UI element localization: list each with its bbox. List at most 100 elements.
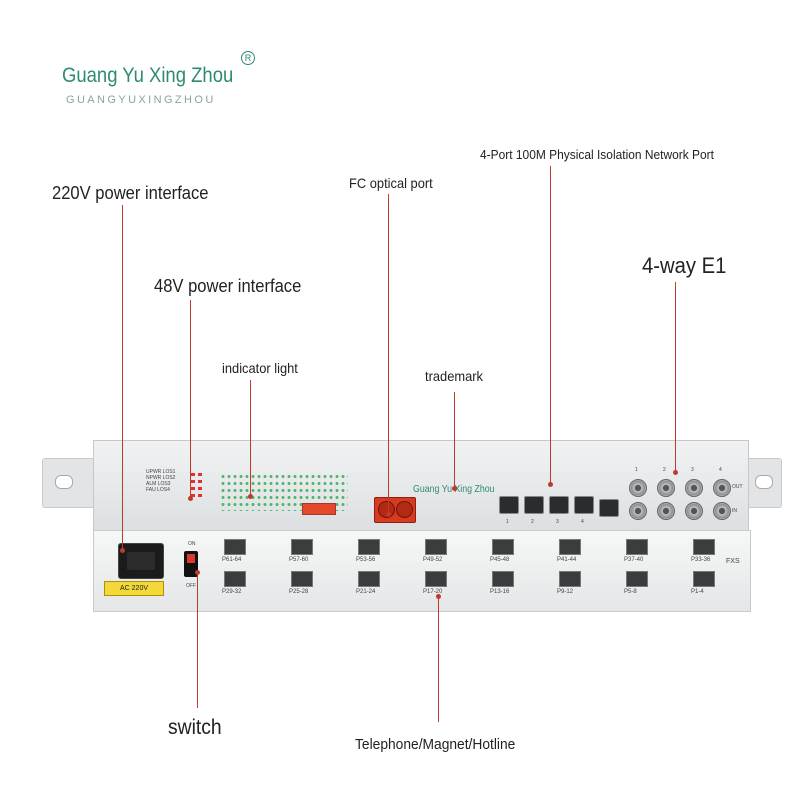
callout-dot-e1 bbox=[673, 470, 678, 475]
ac-voltage-label: AC 220V bbox=[104, 581, 164, 596]
led bbox=[198, 480, 202, 483]
led bbox=[198, 473, 202, 476]
led bbox=[198, 487, 202, 490]
telephone-port[interactable] bbox=[492, 571, 514, 587]
telephone-port-label: P41-44 bbox=[557, 557, 577, 563]
callout-network-port: 4-Port 100M Physical Isolation Network P… bbox=[480, 147, 714, 162]
management-port[interactable] bbox=[599, 499, 619, 517]
telephone-port[interactable] bbox=[224, 539, 246, 555]
callout-dot-220v bbox=[120, 548, 125, 553]
telephone-port[interactable] bbox=[425, 571, 447, 587]
network-port-4[interactable] bbox=[574, 496, 594, 514]
callout-dot-fc bbox=[386, 512, 391, 517]
telephone-port-label: P57-60 bbox=[289, 557, 309, 563]
callout-e1: 4-way E1 bbox=[642, 253, 727, 278]
e1-out-1[interactable] bbox=[629, 479, 647, 497]
e1-in-4[interactable] bbox=[713, 502, 731, 520]
net-num-3: 3 bbox=[556, 519, 559, 525]
telephone-port-label: P61-64 bbox=[222, 557, 242, 563]
telephone-port-label: P45-48 bbox=[490, 557, 510, 563]
led bbox=[191, 487, 195, 490]
e1-connectors[interactable] bbox=[629, 476, 731, 521]
network-ports[interactable] bbox=[499, 496, 595, 518]
network-port-2[interactable] bbox=[524, 496, 544, 514]
callout-line-fc bbox=[388, 194, 389, 514]
brand-logo-subtitle: GUANGYUXINGZHOU bbox=[66, 94, 216, 106]
e1-out-3[interactable] bbox=[685, 479, 703, 497]
telephone-port[interactable] bbox=[626, 571, 648, 587]
telephone-port[interactable] bbox=[358, 539, 380, 555]
led bbox=[191, 473, 195, 476]
telephone-port-label: P9-12 bbox=[557, 589, 574, 595]
e1-num-4: 4 bbox=[719, 467, 722, 473]
telephone-port-label: P37-40 bbox=[624, 557, 644, 563]
telephone-port[interactable] bbox=[425, 539, 447, 555]
telephone-port[interactable] bbox=[291, 571, 313, 587]
telephone-port-label: P21-24 bbox=[356, 589, 376, 595]
net-num-1: 1 bbox=[506, 519, 509, 525]
telephone-port[interactable] bbox=[492, 539, 514, 555]
power-switch[interactable] bbox=[184, 551, 198, 577]
telephone-port[interactable] bbox=[693, 539, 715, 555]
callout-indicator-light: indicator light bbox=[222, 360, 298, 376]
telephone-port[interactable] bbox=[358, 571, 380, 587]
e1-num-3: 3 bbox=[691, 467, 694, 473]
callout-telephone: Telephone/Magnet/Hotline bbox=[355, 736, 516, 753]
fc-optical-ports[interactable] bbox=[374, 497, 416, 523]
telephone-port[interactable] bbox=[291, 539, 313, 555]
telephone-ports: P61-64 P57-60 P53-56 P49-52 P45-48 P41-44 P37-… bbox=[222, 539, 742, 603]
dip-switch[interactable] bbox=[302, 503, 336, 515]
callout-dot-network bbox=[548, 482, 553, 487]
e1-in-1[interactable] bbox=[629, 502, 647, 520]
telephone-port-label: P17-20 bbox=[423, 589, 443, 595]
callout-dot-indicator bbox=[248, 494, 253, 499]
switch-on-label: ON bbox=[188, 541, 196, 547]
telephone-port[interactable] bbox=[224, 571, 246, 587]
callout-line-220v bbox=[122, 205, 123, 551]
led bbox=[191, 480, 195, 483]
callout-switch: switch bbox=[168, 716, 222, 739]
net-num-2: 2 bbox=[531, 519, 534, 525]
network-port-3[interactable] bbox=[549, 496, 569, 514]
network-port-1[interactable] bbox=[499, 496, 519, 514]
telephone-port[interactable] bbox=[693, 571, 715, 587]
e1-in-2[interactable] bbox=[657, 502, 675, 520]
registered-mark: R bbox=[241, 51, 255, 65]
e1-in-3[interactable] bbox=[685, 502, 703, 520]
e1-out-label: OUT bbox=[732, 484, 743, 490]
e1-num-1: 1 bbox=[635, 467, 638, 473]
telephone-port-label: P5-8 bbox=[624, 589, 637, 595]
e1-out-4[interactable] bbox=[713, 479, 731, 497]
callout-line-48v bbox=[190, 300, 191, 498]
callout-line-trademark bbox=[454, 392, 455, 488]
callout-220v-power: 220V power interface bbox=[52, 183, 209, 203]
callout-48v-power: 48V power interface bbox=[154, 276, 302, 296]
callout-line-switch bbox=[197, 572, 198, 708]
telephone-port-label: P33-36 bbox=[691, 557, 711, 563]
switch-off-label: OFF bbox=[186, 583, 196, 589]
callout-fc-optical-port: FC optical port bbox=[349, 175, 433, 191]
callout-trademark: trademark bbox=[425, 368, 483, 384]
fxs-label: FXS bbox=[726, 558, 740, 565]
power-socket[interactable] bbox=[118, 543, 164, 579]
rack-ear-right bbox=[746, 458, 782, 508]
telephone-port[interactable] bbox=[626, 539, 648, 555]
telephone-port-label: P13-16 bbox=[490, 589, 510, 595]
telephone-port[interactable] bbox=[559, 571, 581, 587]
callout-line-network bbox=[550, 166, 551, 484]
brand-logo: Guang Yu Xing Zhou bbox=[62, 64, 234, 87]
e1-out-2[interactable] bbox=[657, 479, 675, 497]
e1-in-label: IN bbox=[732, 508, 737, 514]
led bbox=[198, 494, 202, 497]
telephone-port-label: P25-28 bbox=[289, 589, 309, 595]
e1-num-2: 2 bbox=[663, 467, 666, 473]
callout-line-e1 bbox=[675, 282, 676, 472]
telephone-port-label: P53-56 bbox=[356, 557, 376, 563]
callout-line-indicator bbox=[250, 380, 251, 496]
rack-ear-left bbox=[42, 458, 96, 508]
telephone-port-label: P49-52 bbox=[423, 557, 443, 563]
net-num-4: 4 bbox=[581, 519, 584, 525]
telephone-port[interactable] bbox=[559, 539, 581, 555]
